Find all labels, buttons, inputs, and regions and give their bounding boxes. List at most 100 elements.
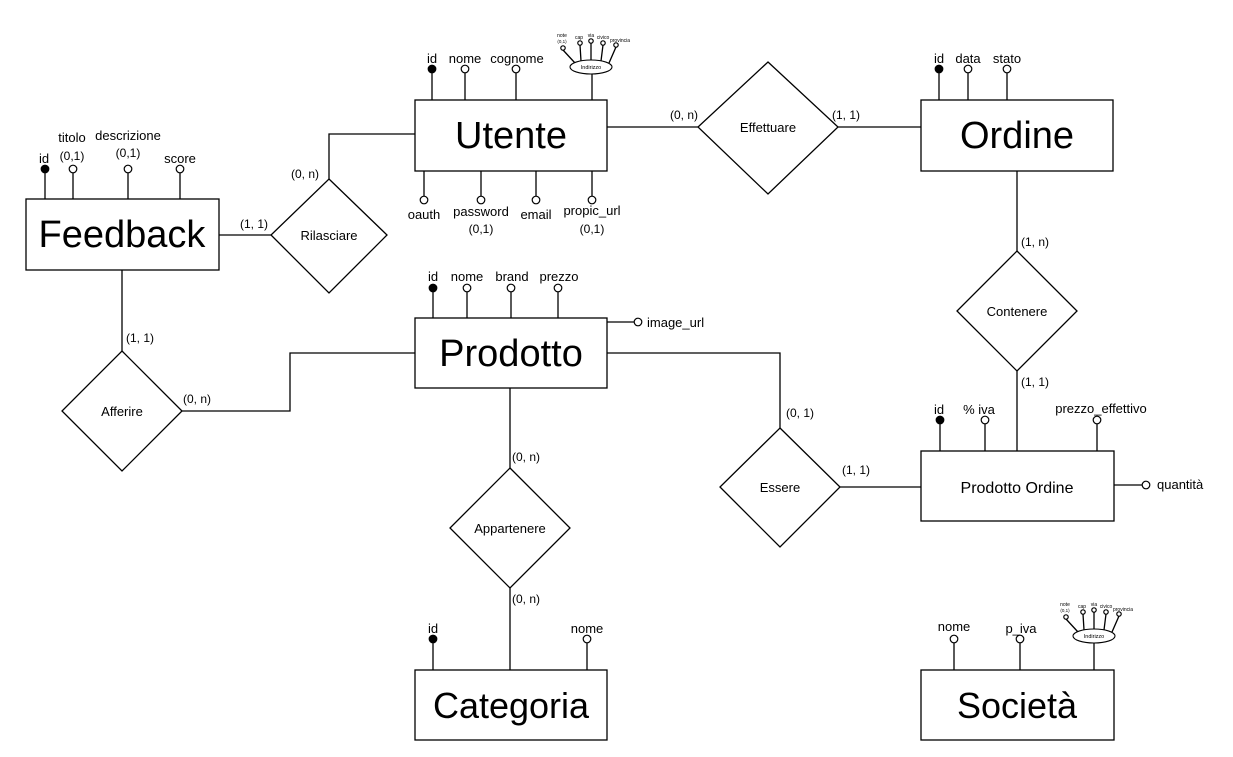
entity-prodotto[interactable]: Prodotto [414,317,608,389]
attribute-marker [613,42,619,48]
entity-categoria[interactable]: Categoria [414,669,608,741]
entity-prodotto-ordine[interactable]: Prodotto Ordine [920,450,1115,522]
attribute-label: data [955,51,981,66]
attributes-societa: nome p_iva [938,619,1037,670]
attribute-marker [1002,64,1012,74]
attribute-marker [980,415,990,425]
sub-attribute-label: civico [1100,604,1113,610]
attribute-marker [511,64,521,74]
attribute-label: id [428,269,438,284]
sub-attribute-label: cap [575,35,583,41]
attribute-marker [506,283,516,293]
attribute-label: nome [449,51,482,66]
entity-societa[interactable]: Società [920,669,1115,741]
attribute-cardinality: (0,1) [116,146,141,160]
attributes-utente: id nome cognome oauth password (0,1) ema… [408,51,621,236]
attribute-marker [582,634,592,644]
primary-key-marker [40,164,50,174]
entity-label: Società [957,685,1078,726]
composite-attribute-indirizzo-societa: Indirizzo note (0,1) cap via civico prov… [1060,602,1133,670]
sub-attribute-label: cap [1078,604,1086,610]
attribute-label: id [39,151,49,166]
attribute-marker [560,45,566,51]
relation-label: Afferire [101,404,143,419]
attribute-label: oauth [408,207,441,222]
attribute-label: p_iva [1005,621,1037,636]
attribute-cardinality: (0,1) [580,222,605,236]
attribute-label: nome [938,619,971,634]
attribute-label: id [934,402,944,417]
primary-key-marker [428,283,438,293]
attribute-label: id [427,51,437,66]
attribute-marker [1080,609,1086,615]
attribute-label: score [164,151,196,166]
attribute-label: prezzo_effettivo [1055,401,1147,416]
relation-label: Rilasciare [300,228,357,243]
attribute-label: titolo [58,130,85,145]
attribute-label: nome [571,621,604,636]
entity-label: Prodotto [439,333,583,375]
line-prodotto-essere [607,352,781,428]
primary-key-marker [428,634,438,644]
attribute-label: nome [451,269,484,284]
connection-lines [121,126,1018,670]
primary-key-marker [934,64,944,74]
attributes-prodotto-ordine: id % iva prezzo_effettivo quantità [934,401,1204,492]
attribute-label: email [520,207,551,222]
relation-label: Appartenere [474,521,546,536]
sub-attribute-label: note [1060,602,1070,608]
cardinality-label: (0, n) [291,167,319,181]
attribute-marker [1103,609,1109,615]
relation-rilasciare[interactable]: Rilasciare [270,178,388,294]
attribute-label: descrizione [95,128,161,143]
attribute-marker [553,283,563,293]
composite-attribute-label: Indirizzo [1084,634,1104,640]
sub-attribute-label: civico [597,35,610,41]
entity-label: Utente [455,115,567,157]
attribute-label: brand [495,269,528,284]
relation-contenere[interactable]: Contenere [956,250,1078,372]
attributes-feedback: id titolo (0,1) descrizione (0,1) score [39,128,196,199]
entity-ordine[interactable]: Ordine [920,99,1114,172]
attribute-label: stato [993,51,1021,66]
primary-key-marker [427,64,437,74]
attribute-marker [1015,634,1025,644]
cardinalities: (0, n) (1, 1) (0, n) (1, 1) (1, n) (1, 1… [126,108,1049,606]
composite-attribute-indirizzo-utente: Indirizzo note (0,1) cap via civico prov… [557,33,630,100]
attribute-marker [1063,614,1069,620]
attribute-marker [1092,415,1102,425]
attributes-prodotto: id nome brand prezzo image_url [428,269,704,330]
entity-label: Feedback [39,214,207,256]
attribute-label: cognome [490,51,543,66]
relation-afferire[interactable]: Afferire [61,350,183,472]
attribute-marker [588,38,594,44]
cardinality-label: (1, 1) [1021,375,1049,389]
attribute-cardinality: (0,1) [60,149,85,163]
relation-appartenere[interactable]: Appartenere [449,467,571,589]
attribute-marker [175,164,185,174]
attributes-ordine: id data stato [934,51,1021,100]
attribute-marker [419,195,429,205]
attribute-label: prezzo [539,269,578,284]
attribute-marker [68,164,78,174]
sub-attribute-label: via [588,33,595,39]
relation-essere[interactable]: Essere [719,427,841,548]
relation-label: Effettuare [740,120,796,135]
attribute-marker [476,195,486,205]
relation-effettuare[interactable]: Effettuare [697,61,839,195]
entity-label: Categoria [433,685,590,726]
relation-label: Contenere [987,304,1048,319]
attribute-marker [963,64,973,74]
attribute-marker [577,40,583,46]
entity-utente[interactable]: Utente [414,99,608,172]
attribute-label: image_url [647,315,704,330]
attribute-marker [633,317,643,327]
attribute-label: % iva [963,402,996,417]
entity-label: Ordine [960,115,1074,157]
attribute-marker [531,195,541,205]
cardinality-label: (0, n) [512,592,540,606]
sub-attribute-label: provincia [610,38,630,44]
entity-feedback[interactable]: Feedback [25,198,220,271]
cardinality-label: (1, 1) [240,217,268,231]
attribute-marker [123,164,133,174]
